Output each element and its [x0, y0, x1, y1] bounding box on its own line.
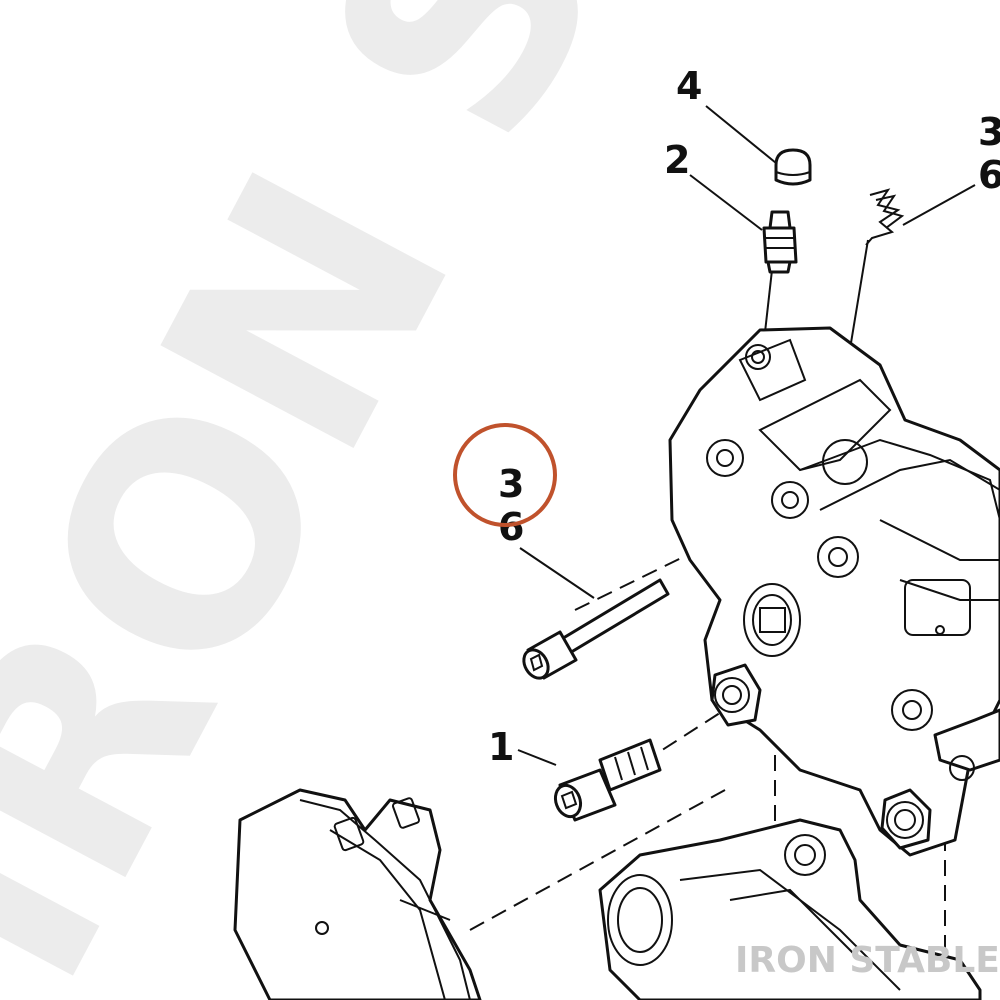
- leader-lines: [517, 105, 976, 766]
- callout-part-4: 4: [676, 64, 702, 108]
- callout-part-1: 1: [488, 725, 514, 769]
- watermark-corner-text: IRON STABLE: [735, 940, 1000, 981]
- fork-mount-bracket: [598, 818, 982, 1000]
- brake-pads: [233, 788, 482, 1000]
- bleeder-valve-part-2: [762, 210, 798, 274]
- bleeder-cap-part-4: [774, 148, 812, 186]
- highlight-circle: [453, 423, 557, 527]
- callout-part-2: 2: [664, 138, 690, 182]
- pad-pin-part-3: [522, 578, 670, 680]
- callout-part-3-circled: 3: [498, 462, 524, 506]
- caliper-mounting-ears: [710, 663, 932, 850]
- callout-part-6-circled: 6: [498, 505, 524, 549]
- callout-part-6-top-right: 6: [978, 153, 1000, 197]
- brake-caliper-body: [668, 326, 1000, 857]
- mounting-bolt-part-1: [553, 738, 662, 822]
- callout-part-3-top-right: 3: [978, 110, 1000, 154]
- retaining-clip-part-6: [865, 188, 905, 246]
